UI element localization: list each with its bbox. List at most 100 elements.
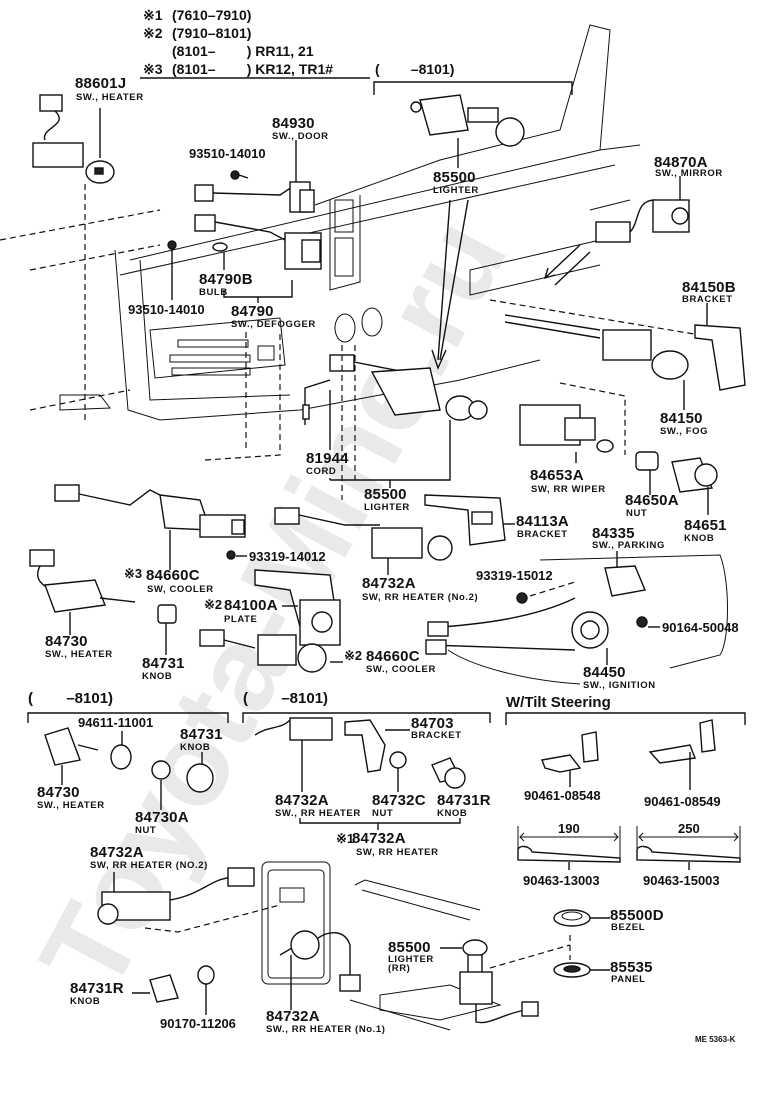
group-b-84703-desc: BRACKET bbox=[411, 730, 462, 741]
group-b-84732C-desc: NUT bbox=[372, 808, 393, 819]
callout-84651-number: 84651 bbox=[684, 517, 727, 534]
callout-85500-number-top: 85500 bbox=[433, 169, 476, 186]
group-b-bracket bbox=[242, 712, 491, 723]
bottom-84732A-no1-desc: SW., RR HEATER (No.1) bbox=[266, 1024, 386, 1035]
callout-84660C-number-lower: 84660C bbox=[366, 648, 420, 665]
callout-84870A-number: 84870A bbox=[654, 154, 708, 171]
part-84653A: 84653A SW, RR WIPER 84650A NUT 84651 KNO… bbox=[519, 382, 727, 544]
callout-84150-desc: SW., FOG bbox=[660, 426, 708, 437]
group-a-84730-number: 84730 bbox=[37, 784, 80, 801]
note-1-mark: ※1 bbox=[143, 7, 163, 23]
callout-84100A-mark: ※2 bbox=[204, 597, 222, 612]
callout-84930-desc: SW., DOOR bbox=[272, 131, 329, 142]
group-b-range: ( –8101) bbox=[243, 690, 328, 707]
part-84930: 84930 SW., DOOR bbox=[194, 115, 329, 213]
callout-84450-number: 84450 bbox=[583, 664, 626, 681]
callout-84100A-number: 84100A bbox=[224, 597, 278, 614]
bottom-84732A-no2-number: 84732A bbox=[90, 844, 144, 861]
callout-84650A-desc: NUT bbox=[626, 508, 647, 519]
bottom-85500-desc: LIGHTER bbox=[388, 954, 434, 965]
callout-84450-desc: SW., IGNITION bbox=[583, 680, 656, 691]
part-84150: 84150B BRACKET 84150 SW., FOG bbox=[489, 279, 746, 437]
callout-84790-number: 84790 bbox=[231, 303, 274, 320]
group-b-84731R-number: 84731R bbox=[437, 792, 491, 809]
callout-81944-desc: CORD bbox=[306, 466, 336, 477]
part-84790: 84790B BULB 93510-14010 84790 SW., DEFOG… bbox=[128, 214, 322, 461]
callout-93319-14012: 93319-14012 bbox=[249, 549, 326, 564]
bottom-85500-desc2: (RR) bbox=[388, 963, 410, 974]
part-84660C-upper: ※3 84660C SW, COOLER 93319-14012 bbox=[54, 484, 326, 595]
part-88601J: 88601J SW., HEATER bbox=[32, 75, 143, 420]
top-range-label: ( –8101) bbox=[375, 61, 454, 77]
callout-93319-15012: 93319-15012 bbox=[476, 568, 553, 583]
note-3-mark: ※3 bbox=[143, 61, 163, 77]
part-85500-lighter-top: 85500 LIGHTER bbox=[410, 94, 525, 370]
callout-93510-14010-a: 93510-14010 bbox=[189, 146, 266, 161]
group-c-90463-15003: 90463-15003 bbox=[643, 873, 720, 888]
group-b-early-rr-heater: ( –8101) 84732A SW., RR HEATER 84703 BRA… bbox=[242, 690, 491, 858]
group-c-90463-13003: 90463-13003 bbox=[523, 873, 600, 888]
bottom-85500-number: 85500 bbox=[388, 939, 431, 956]
bottom-85535-number: 85535 bbox=[610, 959, 653, 976]
part-84335-84450: 84335 SW., PARKING 93319-15012 90164-500… bbox=[425, 525, 739, 691]
bottom-84731R-number: 84731R bbox=[70, 980, 124, 997]
group-a-84731-number: 84731 bbox=[180, 726, 223, 743]
callout-84650A-number: 84650A bbox=[625, 492, 679, 509]
callout-84731-desc-upper: KNOB bbox=[142, 671, 172, 682]
group-b-84731R-desc: KNOB bbox=[437, 808, 467, 819]
callout-84651-desc: KNOB bbox=[684, 533, 714, 544]
group-a-84730A-number: 84730A bbox=[135, 809, 189, 826]
callout-84732A-desc-upper: SW, RR HEATER (No.2) bbox=[362, 592, 478, 603]
part-84870A: 84870A SW., MIRROR bbox=[543, 154, 723, 286]
callout-84150-number: 84150 bbox=[660, 410, 703, 427]
bottom-84732A-no2-desc: SW, RR HEATER (NO.2) bbox=[90, 860, 208, 871]
callout-84790-desc: SW., DEFOGGER bbox=[231, 319, 316, 330]
group-b-assembly-mark: ※1 bbox=[336, 831, 354, 846]
group-a-84730A-desc: NUT bbox=[135, 825, 156, 836]
group-a-84730-desc: SW., HEATER bbox=[37, 800, 105, 811]
callout-84653A-desc: SW, RR WIPER bbox=[531, 484, 606, 495]
group-a-range: ( –8101) bbox=[28, 690, 113, 707]
callout-84730-desc-upper: SW., HEATER bbox=[45, 649, 113, 660]
callout-84731-number-upper: 84731 bbox=[142, 655, 185, 672]
bottom-90170-11206: 90170-11206 bbox=[160, 1016, 236, 1031]
top-range-bracket bbox=[373, 81, 573, 95]
group-c-90461-08549: 90461-08549 bbox=[644, 794, 721, 809]
part-84732A-no2-upper: 84732A SW, RR HEATER (No.2) ※2 84100A PL… bbox=[204, 507, 478, 646]
diagram-reference-code: ME 5363-K bbox=[695, 1035, 736, 1044]
bottom-85500D-number: 85500D bbox=[610, 907, 664, 924]
part-81944-85500-mid: 81944 CORD 85500 LIGHTER bbox=[302, 345, 488, 513]
callout-84660C-desc-lower: SW., COOLER bbox=[366, 664, 436, 675]
group-b-assembly-number: 84732A bbox=[352, 830, 406, 847]
part-84660C-lower: ※2 84660C SW., COOLER bbox=[199, 629, 436, 675]
callout-84653A-number: 84653A bbox=[530, 467, 584, 484]
callout-84790B-number: 84790B bbox=[199, 271, 253, 288]
group-c-tilt-steering: W/Tilt Steering 90461-08548 90461-08549 … bbox=[505, 694, 746, 888]
group-b-84703-number: 84703 bbox=[411, 715, 454, 732]
instrument-panel-outline bbox=[0, 24, 641, 421]
callout-84930-number: 84930 bbox=[272, 115, 315, 132]
callout-84335-number: 84335 bbox=[592, 525, 635, 542]
callout-84150B-number: 84150B bbox=[682, 279, 736, 296]
callout-81944-number: 81944 bbox=[306, 450, 349, 467]
callout-84732A-number-upper: 84732A bbox=[362, 575, 416, 592]
callout-85500-number-mid: 85500 bbox=[364, 486, 407, 503]
callout-88601J-number: 88601J bbox=[75, 75, 126, 92]
callout-85500-desc-mid: LIGHTER bbox=[364, 502, 410, 513]
part-84730-upper: 84730 SW., HEATER 84731 KNOB bbox=[29, 549, 185, 682]
callout-84870A-desc: SW., MIRROR bbox=[655, 168, 723, 179]
group-c-length-250: 250 bbox=[678, 821, 700, 836]
callout-84150B-desc: BRACKET bbox=[682, 294, 733, 305]
bottom-84731R-desc: KNOB bbox=[70, 996, 100, 1007]
note-2-mark: ※2 bbox=[143, 25, 163, 41]
applicability-notes: ※1 (7610–7910) ※2 (7910–8101) (8101– ) R… bbox=[140, 7, 573, 95]
group-c-length-190: 190 bbox=[558, 821, 580, 836]
group-b-assembly-desc: SW, RR HEATER bbox=[356, 847, 439, 858]
note-3-range: (8101– ) KR12, TR1# bbox=[172, 61, 333, 77]
bottom-85500D-desc: BEZEL bbox=[611, 922, 645, 933]
part-93510-14010-upper: 93510-14010 bbox=[189, 146, 266, 180]
callout-84100A-desc: PLATE bbox=[224, 614, 257, 625]
group-c-90461-08548: 90461-08548 bbox=[524, 788, 601, 803]
callout-93510-14010-b: 93510-14010 bbox=[128, 302, 205, 317]
group-b-84732A-desc: SW., RR HEATER bbox=[275, 808, 361, 819]
